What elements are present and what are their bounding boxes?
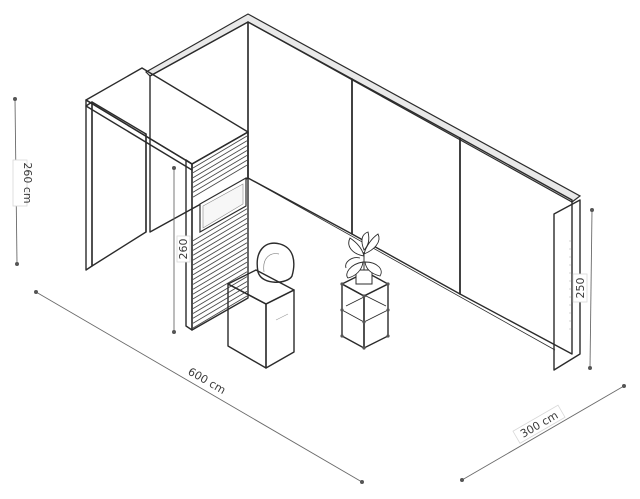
potted-plant — [345, 231, 382, 285]
right-end-panel — [553, 199, 581, 371]
dimension-height-tower: 260 — [172, 166, 191, 334]
dimension-label-height-tower: 260 — [177, 239, 190, 260]
dimension-length: 600 cm — [34, 290, 364, 484]
dimension-height-left: 260 cm — [12, 97, 34, 266]
dimension-label-length: 600 cm — [186, 365, 228, 397]
dimension-label-depth: 300 cm — [518, 409, 560, 441]
dimension-label-height-right: 250 — [574, 278, 587, 299]
slatted-tower — [185, 131, 249, 331]
left-side-wall — [85, 67, 249, 271]
chair — [256, 242, 295, 283]
dimension-height-right: 250 — [572, 208, 594, 370]
dimension-depth: 300 cm — [460, 384, 626, 482]
dimension-label-height-left: 260 cm — [21, 162, 34, 203]
counter-desk — [227, 269, 295, 369]
back-wall — [145, 13, 582, 355]
